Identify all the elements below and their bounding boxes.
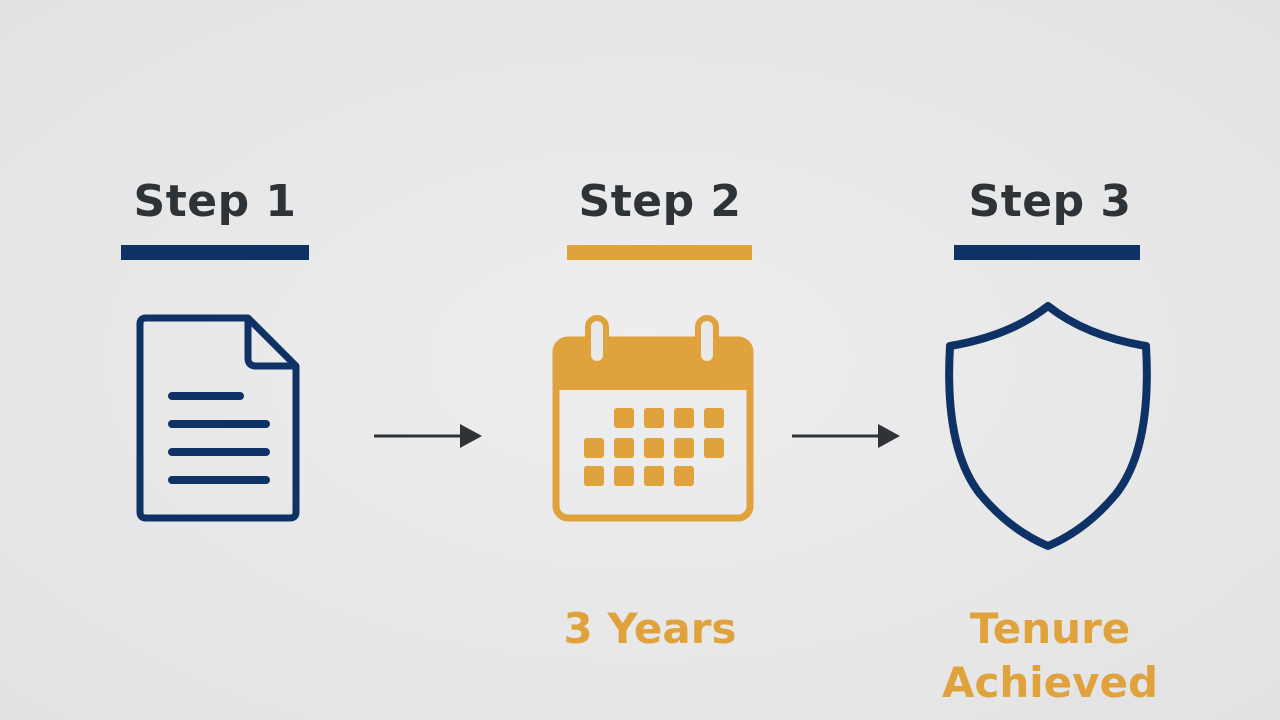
step-3-underline (954, 245, 1140, 260)
step-1-title: Step 1 (133, 176, 297, 227)
step-2-caption: 3 Years (563, 604, 737, 653)
arrow-2-icon (792, 424, 900, 448)
step-2-title: Step 2 (578, 176, 742, 227)
step-3-title: Step 3 (968, 176, 1132, 227)
step-3-caption-line-2: Achieved (941, 658, 1159, 707)
calendar-icon (552, 315, 754, 522)
step-3-caption-line-1: Tenure (969, 604, 1131, 653)
step-3-caption: Tenure Achieved (920, 602, 1180, 710)
document-icon (136, 314, 300, 522)
arrow-1-icon (374, 424, 482, 448)
step-1-underline (121, 245, 309, 260)
step-2-underline (567, 245, 752, 260)
shield-icon (945, 302, 1151, 550)
